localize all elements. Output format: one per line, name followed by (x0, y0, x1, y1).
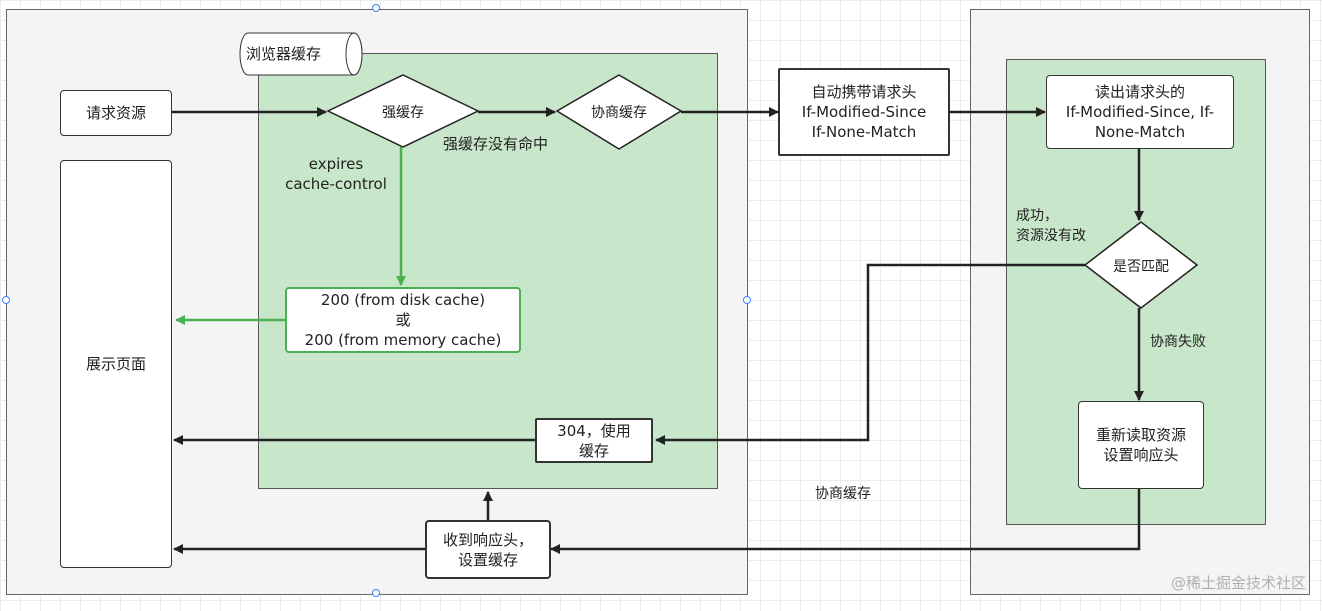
request-resource-box[interactable]: 请求资源 (60, 90, 172, 136)
negotiate-fail-label: 协商失败 (1150, 334, 1206, 350)
selection-handle-top[interactable] (372, 4, 380, 12)
strong-cache-label[interactable]: 强缓存 (382, 105, 424, 121)
match-label[interactable]: 是否匹配 (1113, 259, 1169, 275)
strong-miss-label: 强缓存没有命中 (443, 135, 549, 153)
edge-reread-to-receive (550, 489, 1141, 554)
match-diamond (1083, 221, 1199, 309)
selection-handle-right[interactable] (743, 296, 751, 304)
expires-label: expires cache-control (285, 155, 387, 193)
auto-headers-box[interactable]: 自动携带请求头 If-Modified-Since If-None-Match (778, 68, 950, 156)
read-headers-box[interactable]: 读出请求头的 If-Modified-Since, If- None-Match (1046, 75, 1234, 149)
receive-headers-box[interactable]: 收到响应头， 设置缓存 (425, 520, 551, 579)
show-page-box[interactable]: 展示页面 (60, 160, 172, 568)
strong-cache-diamond (326, 74, 480, 148)
selection-handle-bottom[interactable] (372, 589, 380, 597)
success-label: 成功， 资源没有改 (1016, 208, 1086, 244)
browser-cache-cylinder (239, 32, 363, 76)
selection-handle-left[interactable] (2, 296, 10, 304)
watermark: @稀土掘金技术社区 (1170, 574, 1306, 592)
use-cache-304-box[interactable]: 304，使用 缓存 (535, 418, 653, 463)
negotiate-cache-diamond (555, 74, 683, 150)
reread-resource-box[interactable]: 重新读取资源 设置响应头 (1078, 401, 1204, 489)
browser-cache-title: 浏览器缓存 (246, 45, 322, 63)
negotiate-cache-caption: 协商缓存 (815, 486, 871, 502)
edge-match-to-304 (655, 263, 1085, 445)
negotiate-cache-label[interactable]: 协商缓存 (591, 105, 647, 121)
from-cache-box[interactable]: 200 (from disk cache) 或 200 (from memory… (285, 287, 521, 353)
